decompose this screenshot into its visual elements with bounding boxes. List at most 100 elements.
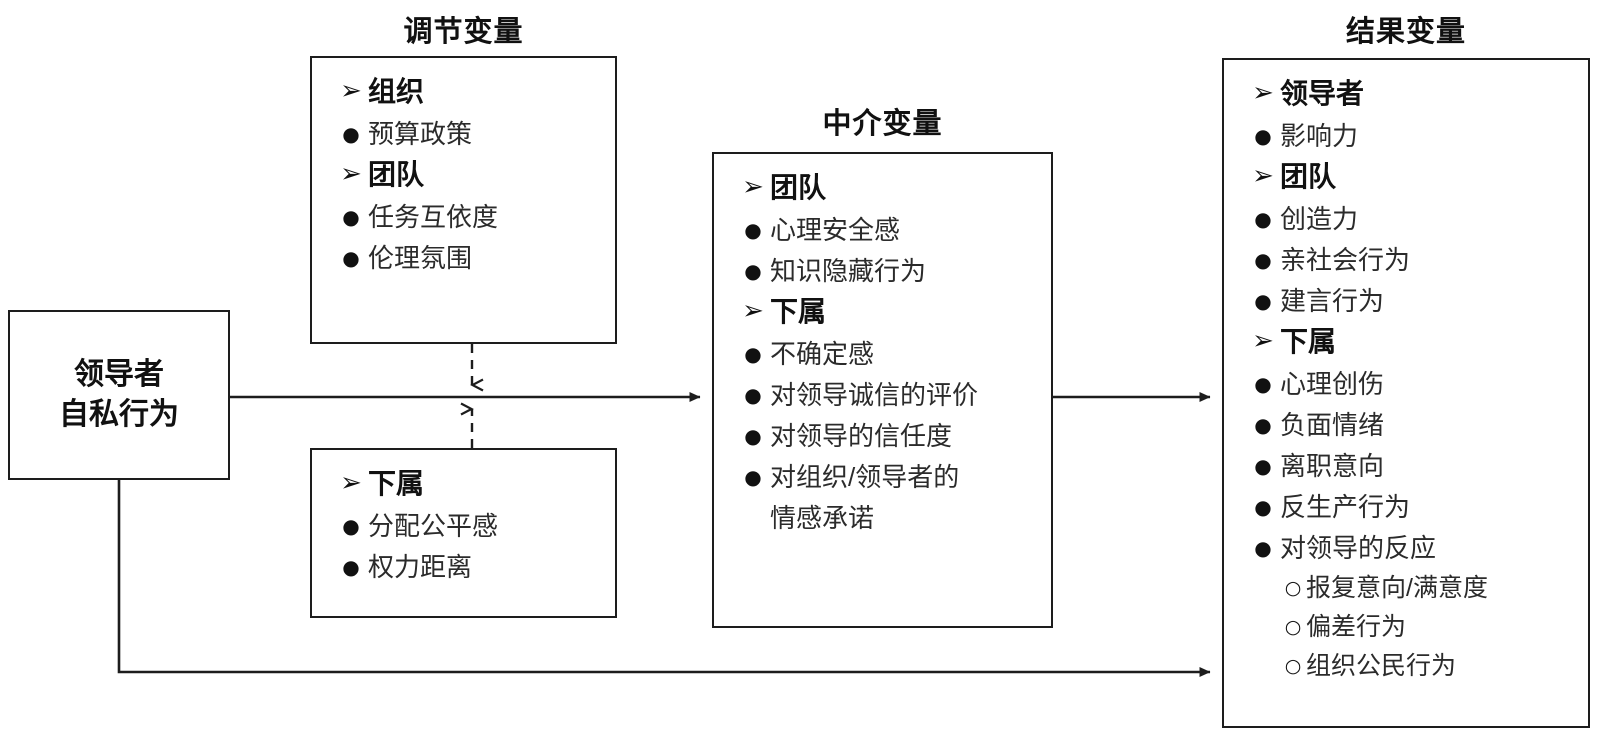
list-item: ● 反生产行为 [1246,487,1578,527]
list-item: ● 建言行为 [1246,281,1578,321]
list-item: ● 伦理氛围 [334,238,605,278]
list-item-label: 不确定感 [770,339,875,369]
filled-circle-bullet-icon: ● [1254,495,1272,519]
list-item-label: 预算政策 [368,119,473,149]
arrowhead-bullet-icon: ➢ [742,172,764,202]
filled-circle-bullet-icon: ● [1254,207,1272,231]
filled-circle-bullet-icon: ● [744,465,762,489]
list-group-heading: ➢组织 [334,72,605,112]
panel-title-moderator: 调节变量 [403,16,524,48]
list-item-label: 伦理氛围 [368,243,473,273]
outcome-list: ➢领导者●影响力➢团队●创造力●亲社会行为●建言行为➢下属●心理创伤●负面情绪●… [1224,60,1588,696]
list-item-label: 负面情绪 [1280,410,1385,440]
list-item-label: 组织 [368,76,425,107]
list-item-label: 影响力 [1280,121,1359,151]
moderator-bottom-list: ➢下属●分配公平感●权力距离 [312,450,615,598]
filled-circle-bullet-icon: ● [1254,413,1272,437]
arrowhead-bullet-icon: ➢ [742,296,764,326]
filled-circle-bullet-icon: ● [744,342,762,366]
list-item: ● 亲社会行为 [1246,240,1578,280]
list-item-label: 任务互依度 [368,202,499,232]
source-box[interactable]: 领导者 自私行为 [8,310,230,480]
filled-circle-bullet-icon: ● [342,205,360,229]
list-item: ● 不确定感 [736,334,1041,374]
moderator-box-bottom[interactable]: ➢下属●分配公平感●权力距离 [310,448,617,618]
list-item-label: 反生产行为 [1280,492,1411,522]
filled-circle-bullet-icon: ● [744,383,762,407]
list-sub-item: ○偏差行为 [1246,608,1578,646]
list-item-label: 对领导的反应 [1280,533,1437,563]
list-item-label: 下属 [770,296,827,327]
mediator-box[interactable]: ➢团队●心理安全感●知识隐藏行为➢下属●不确定感●对领导诚信的评价●对领导的信任… [712,152,1053,628]
filled-circle-bullet-icon: ● [1254,248,1272,272]
list-item: ● 心理安全感 [736,210,1041,250]
filled-circle-bullet-icon: ● [744,259,762,283]
arrowhead-bullet-icon: ➢ [340,159,362,189]
outcome-box[interactable]: ➢领导者●影响力➢团队●创造力●亲社会行为●建言行为➢下属●心理创伤●负面情绪●… [1222,58,1590,728]
list-item: ●心理创伤 [1246,364,1578,404]
panel-title-outcome: 结果变量 [1345,16,1466,48]
list-item: ● 对领导的反应 [1246,528,1578,568]
list-item-label: 离职意向 [1280,451,1385,481]
list-sub-item: ○组织公民行为 [1246,647,1578,685]
filled-circle-bullet-icon: ● [1254,454,1272,478]
arrowhead-bullet-icon: ➢ [1252,161,1274,191]
list-item-label: 亲社会行为 [1280,245,1411,275]
list-item: ● 对领导的信任度 [736,416,1041,456]
list-item-label: 下属 [1280,326,1337,357]
hollow-circle-bullet-icon: ○ [1284,616,1302,638]
list-item-label: 心理创伤 [1280,369,1385,399]
filled-circle-bullet-icon: ● [342,122,360,146]
list-item-label: 对领导的信任度 [770,421,953,451]
list-item-label: 团队 [770,172,827,203]
list-item-label: 团队 [1280,161,1337,192]
list-item-label: 报复意向/满意度 [1306,574,1488,602]
mediator-list: ➢团队●心理安全感●知识隐藏行为➢下属●不确定感●对领导诚信的评价●对领导的信任… [714,154,1051,549]
filled-circle-bullet-icon: ● [1254,536,1272,560]
list-item-continuation: 情感承诺 [736,498,1041,538]
list-item-label: 建言行为 [1280,286,1385,316]
source-line-2: 自私行为 [59,398,179,431]
list-item-label: 知识隐藏行为 [770,256,927,286]
filled-circle-bullet-icon: ● [744,218,762,242]
source-line-1: 领导者 [74,357,164,391]
list-item-label: 偏差行为 [1306,613,1407,641]
list-item: ● 离职意向 [1246,446,1578,486]
list-item-label: 对领导诚信的评价 [770,380,979,410]
filled-circle-bullet-icon: ● [1254,124,1272,148]
list-group-heading: ➢团队 [1246,157,1578,197]
filled-circle-bullet-icon: ● [342,246,360,270]
moderator-box-top[interactable]: ➢组织●预算政策➢团队●任务互依度●伦理氛围 [310,56,617,344]
list-item: ● 对领导诚信的评价 [736,375,1041,415]
list-group-heading: ➢团队 [334,155,605,195]
list-item: ● 知识隐藏行为 [736,251,1041,291]
hollow-circle-bullet-icon: ○ [1284,577,1302,599]
list-item: ● 创造力 [1246,199,1578,239]
list-item: ● 影响力 [1246,116,1578,156]
arrowhead-bullet-icon: ➢ [1252,78,1274,108]
list-item: ● 负面情绪 [1246,405,1578,445]
moderator-top-list: ➢组织●预算政策➢团队●任务互依度●伦理氛围 [312,58,615,289]
list-item-label: 分配公平感 [368,511,499,541]
list-item-label: 创造力 [1280,204,1359,234]
filled-circle-bullet-icon: ● [342,555,360,579]
list-sub-item: ○报复意向/满意度 [1246,569,1578,607]
list-item-label: 权力距离 [368,552,473,582]
list-item: ● 分配公平感 [334,506,605,546]
list-item-label: 心理安全感 [770,215,901,245]
filled-circle-bullet-icon: ● [1254,289,1272,313]
list-item: ● 任务互依度 [334,197,605,237]
list-item: ● 预算政策 [334,114,605,154]
arrowhead-bullet-icon: ➢ [340,76,362,106]
list-item-label: 对组织/领导者的 [770,462,960,492]
filled-circle-bullet-icon: ● [744,424,762,448]
list-group-heading: ➢下属 [1246,322,1578,362]
hollow-circle-bullet-icon: ○ [1284,655,1302,677]
list-item-label: 团队 [368,159,425,190]
list-item: ● 对组织/领导者的 [736,457,1041,497]
arrowhead-bullet-icon: ➢ [340,468,362,498]
list-item-label: 组织公民行为 [1306,652,1457,680]
filled-circle-bullet-icon: ● [342,514,360,538]
list-group-heading: ➢下属 [736,292,1041,332]
list-item-label: 领导者 [1280,78,1365,109]
